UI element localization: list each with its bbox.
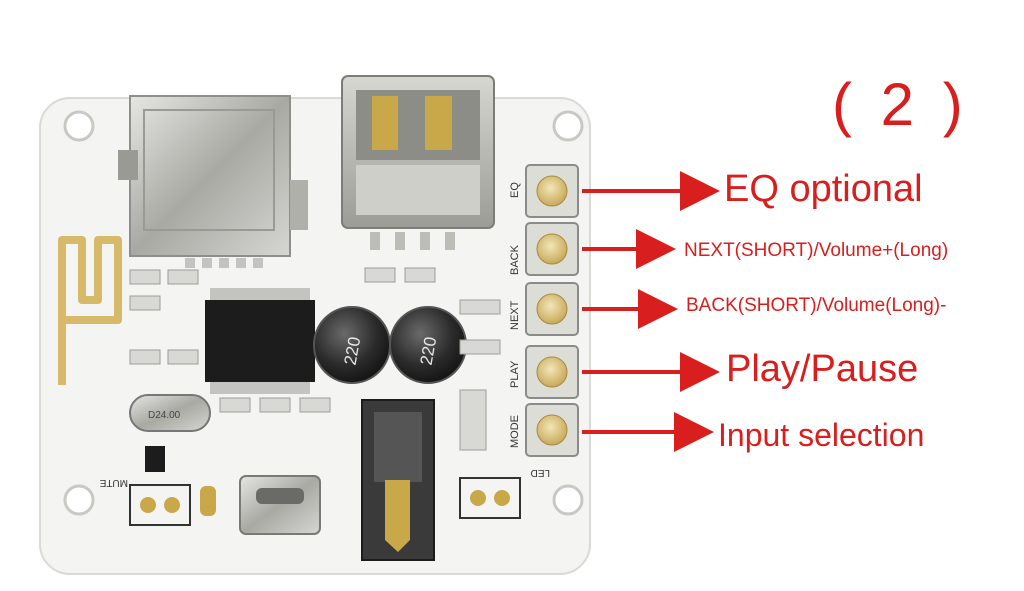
silk-eq: EQ bbox=[509, 182, 521, 198]
panel-number: ( 2 ) bbox=[832, 71, 969, 138]
silk-play: PLAY bbox=[509, 360, 521, 388]
mounting-hole bbox=[63, 110, 95, 142]
crystal-label: D24.00 bbox=[148, 410, 181, 421]
led-pads bbox=[459, 477, 521, 519]
audio-jack bbox=[361, 399, 435, 561]
crystal-oscillator bbox=[129, 394, 211, 432]
main-chip bbox=[205, 288, 315, 394]
capacitor-label: 220 bbox=[417, 335, 441, 366]
callout-back: BACK(SHORT)/Volume(Long)- bbox=[686, 295, 947, 316]
eq-button bbox=[525, 164, 579, 218]
smd-components bbox=[129, 267, 501, 451]
play-button bbox=[525, 345, 579, 399]
silk-back: BACK bbox=[509, 244, 521, 275]
mounting-hole bbox=[63, 484, 95, 516]
usb-port bbox=[341, 75, 495, 250]
callout-input: Input selection bbox=[718, 417, 925, 453]
capacitor-label: 220 bbox=[341, 335, 365, 366]
pcb-antenna bbox=[58, 236, 122, 385]
callout-play: Play/Pause bbox=[726, 348, 919, 390]
mode-button bbox=[525, 403, 579, 457]
mounting-hole bbox=[552, 484, 584, 516]
sd-card-pins bbox=[185, 258, 263, 268]
mounting-hole bbox=[552, 110, 584, 142]
sd-card-slot bbox=[118, 95, 308, 257]
next-button bbox=[525, 282, 579, 336]
silk-mute: MUTE bbox=[99, 477, 128, 488]
pad bbox=[200, 486, 216, 516]
silk-led: LED bbox=[531, 467, 550, 478]
silk-mode: MODE bbox=[509, 415, 521, 448]
callout-eq: EQ optional bbox=[724, 168, 923, 210]
callout-next: NEXT(SHORT)/Volume+(Long) bbox=[684, 240, 949, 261]
transistor bbox=[145, 446, 165, 472]
micro-usb-port bbox=[239, 475, 321, 535]
silk-next: NEXT bbox=[509, 300, 521, 330]
back-button bbox=[525, 222, 579, 276]
mute-pads bbox=[129, 484, 191, 526]
